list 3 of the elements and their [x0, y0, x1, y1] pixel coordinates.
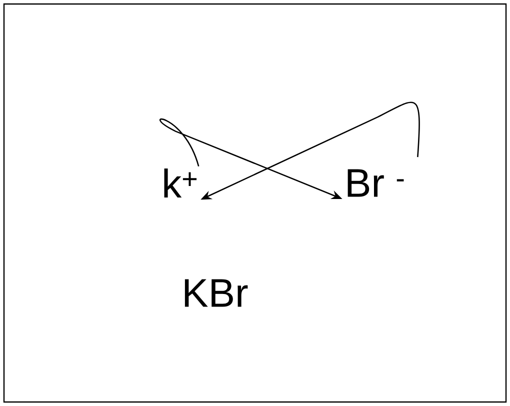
ion-label: KBr: [184, 279, 248, 307]
ion-label: k$^{+}$: [164, 168, 197, 198]
ion-label: Br $^{-}$: [348, 169, 404, 197]
